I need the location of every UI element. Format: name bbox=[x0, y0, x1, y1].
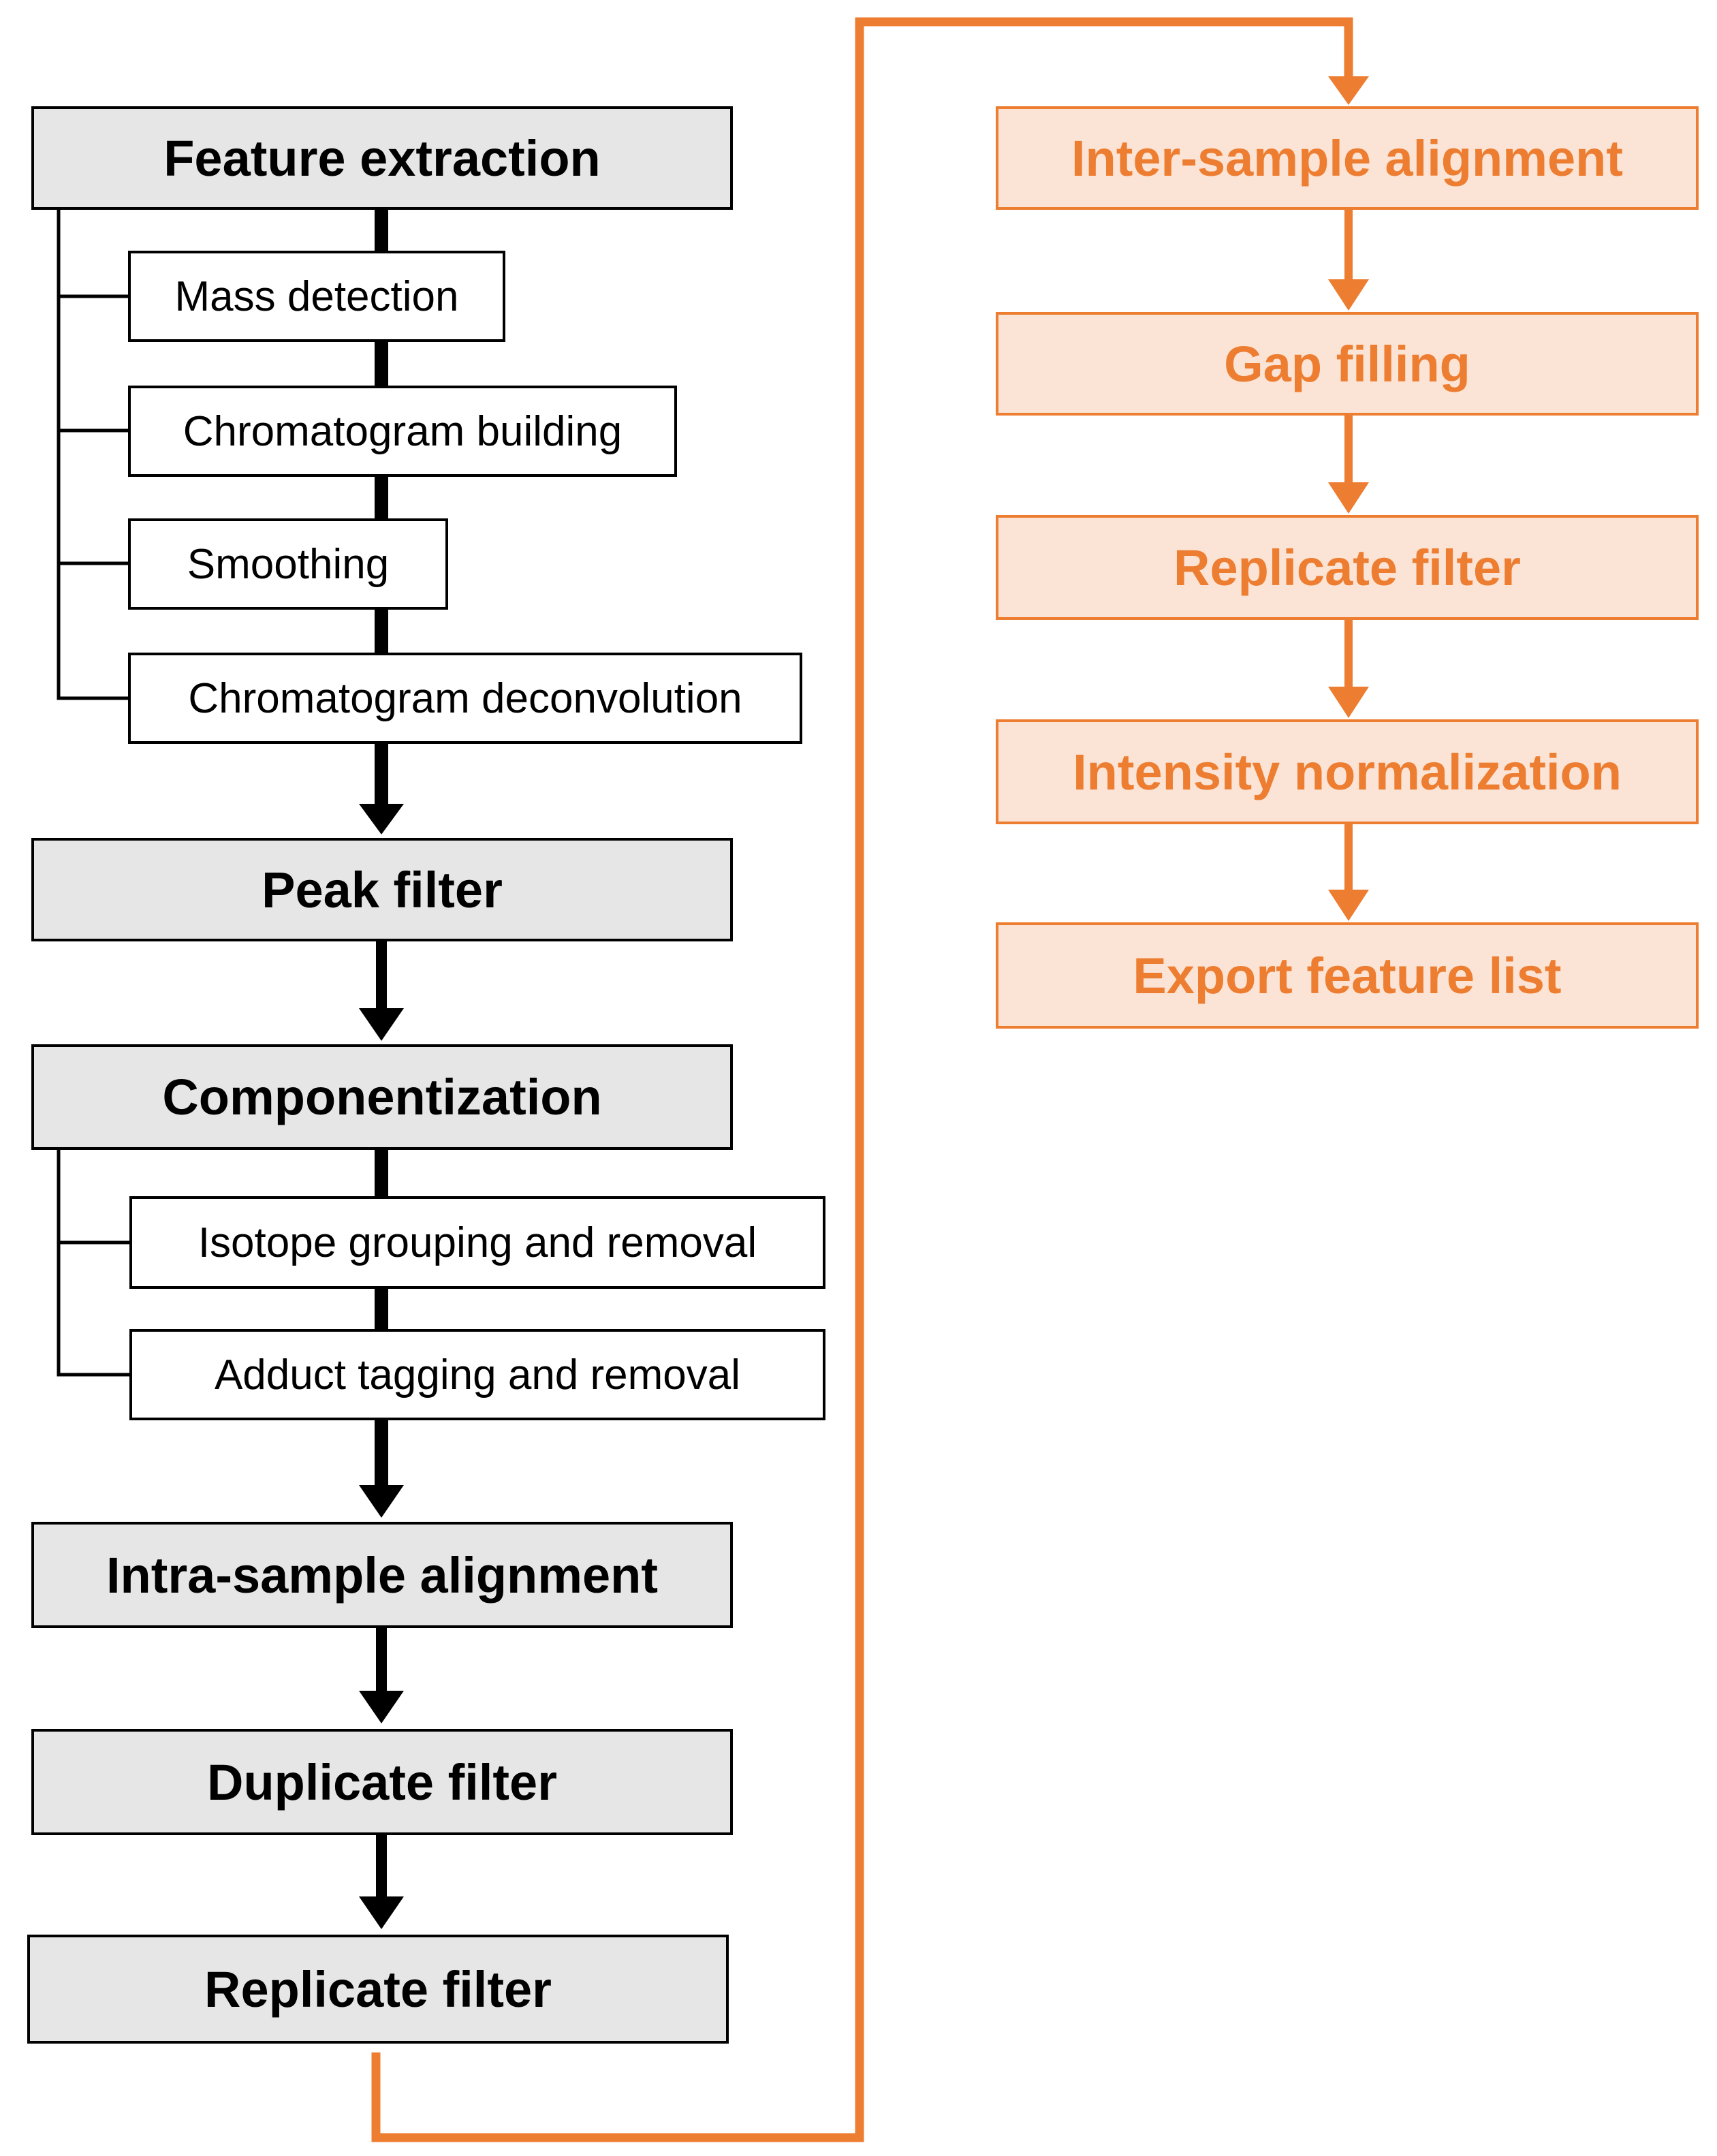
intra-sample-alignment-label: Intra-sample alignment bbox=[106, 1546, 659, 1604]
peak-filter-box: Peak filter bbox=[31, 838, 733, 941]
intra-sample-alignment-box: Intra-sample alignment bbox=[31, 1522, 733, 1628]
arrowhead-to-duplicate bbox=[359, 1691, 404, 1723]
mass-detection-box: Mass detection bbox=[128, 251, 505, 342]
orange-arrowhead-to-replicate bbox=[1328, 482, 1369, 514]
arrowhead-to-componentization bbox=[359, 1008, 404, 1041]
duplicate-filter-label: Duplicate filter bbox=[207, 1753, 557, 1811]
replicate-filter-box-right: Replicate filter bbox=[996, 515, 1699, 620]
arrowhead-to-intra-sample bbox=[359, 1485, 404, 1518]
isotope-grouping-label: Isotope grouping and removal bbox=[198, 1219, 757, 1266]
inter-sample-alignment-box: Inter-sample alignment bbox=[996, 106, 1699, 210]
arrowhead-to-peak-filter bbox=[359, 804, 404, 834]
chromatogram-building-label: Chromatogram building bbox=[183, 407, 623, 455]
gap-filling-box: Gap filling bbox=[996, 312, 1699, 416]
orange-arrowhead-to-gap-filling bbox=[1328, 279, 1369, 311]
isotope-grouping-box: Isotope grouping and removal bbox=[129, 1196, 825, 1289]
replicate-filter-left-label: Replicate filter bbox=[204, 1960, 552, 2018]
export-feature-list-label: Export feature list bbox=[1133, 947, 1562, 1004]
bracket-feature-extraction bbox=[57, 204, 129, 700]
orange-arrowhead-to-inter-sample bbox=[1328, 76, 1369, 105]
replicate-filter-right-label: Replicate filter bbox=[1173, 539, 1521, 596]
loop-connector bbox=[371, 17, 1353, 2142]
orange-arrowhead-to-intensity bbox=[1328, 687, 1369, 718]
orange-connectors bbox=[371, 17, 1353, 2142]
gap-filling-label: Gap filling bbox=[1224, 335, 1470, 392]
chromatogram-deconvolution-box: Chromatogram deconvolution bbox=[128, 653, 802, 744]
intensity-normalization-label: Intensity normalization bbox=[1073, 743, 1622, 800]
intensity-normalization-box: Intensity normalization bbox=[996, 719, 1699, 824]
duplicate-filter-box: Duplicate filter bbox=[31, 1729, 733, 1835]
replicate-filter-box-left: Replicate filter bbox=[27, 1935, 729, 2044]
arrowhead-to-replicate bbox=[359, 1896, 404, 1929]
componentization-label: Componentization bbox=[162, 1069, 602, 1125]
export-feature-list-box: Export feature list bbox=[996, 922, 1699, 1029]
componentization-box: Componentization bbox=[31, 1044, 733, 1150]
chromatogram-deconvolution-label: Chromatogram deconvolution bbox=[188, 674, 742, 722]
feature-extraction-box: Feature extraction bbox=[31, 106, 733, 210]
inter-sample-alignment-label: Inter-sample alignment bbox=[1071, 129, 1624, 187]
mass-detection-label: Mass detection bbox=[174, 272, 459, 320]
peak-filter-label: Peak filter bbox=[262, 861, 503, 918]
adduct-tagging-box: Adduct tagging and removal bbox=[129, 1329, 825, 1420]
feature-extraction-label: Feature extraction bbox=[163, 129, 601, 187]
orange-arrowhead-to-export bbox=[1328, 890, 1369, 921]
bracket-componentization bbox=[57, 1144, 131, 1377]
orange-arrowheads bbox=[1328, 76, 1369, 921]
adduct-tagging-label: Adduct tagging and removal bbox=[214, 1351, 741, 1399]
black-arrowheads bbox=[359, 804, 404, 1929]
chromatogram-building-box: Chromatogram building bbox=[128, 386, 677, 477]
smoothing-box: Smoothing bbox=[128, 518, 448, 610]
smoothing-label: Smoothing bbox=[187, 540, 390, 588]
